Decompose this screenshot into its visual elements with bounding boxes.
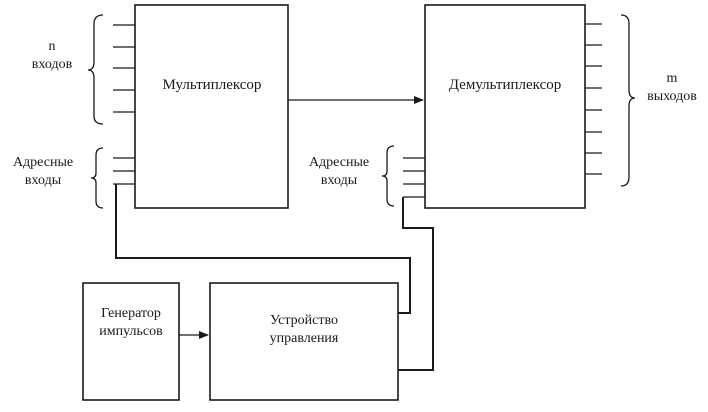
brace-demux-address (381, 145, 395, 207)
demux-address-label: Адресные входы (296, 154, 382, 189)
control-unit-label: Устройство управления (214, 312, 394, 347)
brace-n-inputs (87, 14, 104, 125)
inputs-count-label: n входов (20, 38, 84, 73)
outputs-word: выходов (647, 88, 697, 104)
control-unit-block (209, 282, 399, 401)
n-symbol: n (48, 39, 56, 54)
generator-label-line1: Генератор (101, 306, 161, 321)
mux-address-lines (113, 157, 135, 185)
demux-address-line2: входы (320, 172, 358, 188)
generator-block (82, 282, 180, 401)
mux-input-lines (113, 24, 135, 113)
demux-address-line1: Адресные (308, 155, 370, 170)
multiplexer-label: Мультиплексор (162, 77, 262, 93)
brace-m-outputs (620, 14, 636, 187)
brace-mux-address (90, 147, 104, 209)
mux-address-line1: Адресные (12, 155, 74, 170)
control-unit-label-line2: управления (269, 330, 339, 346)
outputs-count-label: m выходов (638, 70, 706, 105)
generator-label-line2: импульсов (99, 323, 163, 339)
control-unit-label-line1: Устройство (269, 313, 339, 328)
mux-address-label: Адресные входы (2, 154, 84, 189)
m-symbol: m (666, 71, 678, 86)
control-to-demux-address-bus (398, 197, 434, 371)
control-to-mux-address-bus (115, 184, 411, 314)
inputs-word: входов (31, 56, 73, 72)
multiplexer-block (134, 4, 289, 209)
generator-label: Генератор импульсов (84, 305, 178, 340)
demux-output-lines (585, 23, 602, 175)
demultiplexer-label: Демультиплексор (448, 77, 562, 93)
demultiplexer-block (424, 4, 586, 209)
demux-address-lines (403, 157, 425, 198)
mux-address-line2: входы (24, 172, 62, 188)
